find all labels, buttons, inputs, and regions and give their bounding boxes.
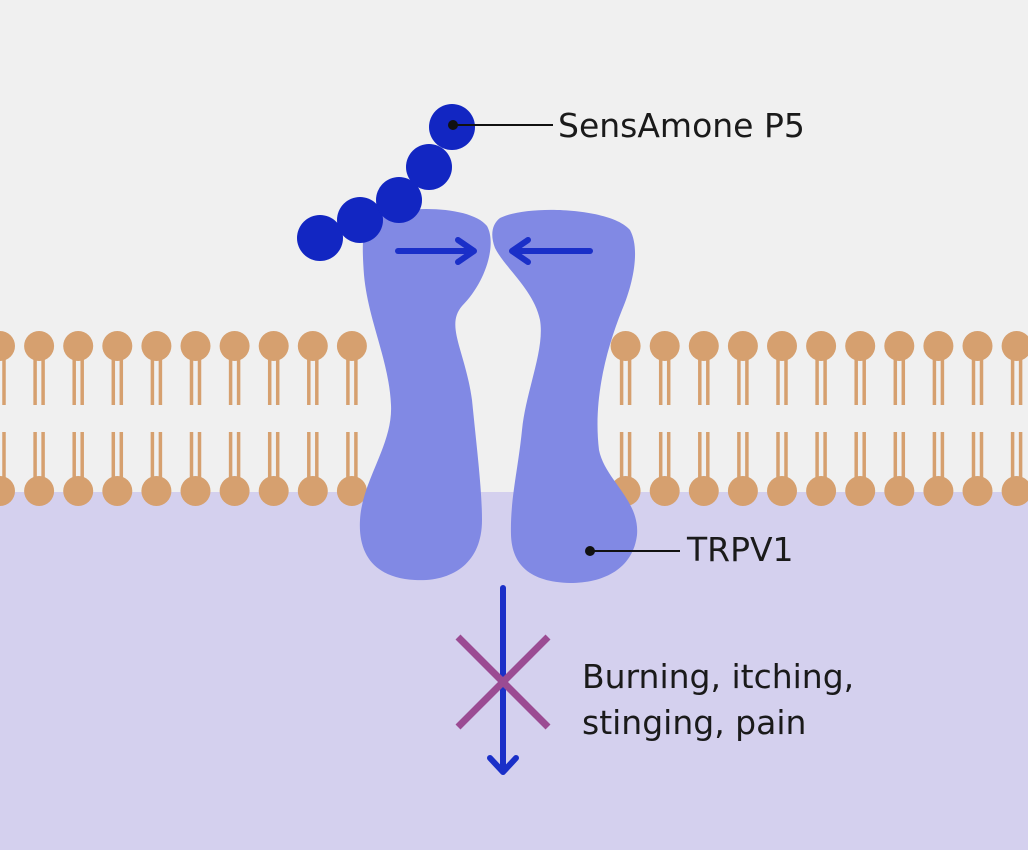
lipid-inner (767, 432, 797, 506)
peptide-label: SensAmone P5 (558, 106, 805, 145)
lipid-inner (727, 432, 758, 506)
lipid-outer (297, 331, 328, 405)
lipid-inner (297, 432, 328, 506)
channel-left-subunit (359, 208, 491, 581)
leader-line-peptide (448, 120, 553, 130)
lipid-inner (688, 432, 719, 506)
lipid-inner (180, 432, 211, 506)
lipid-inner (24, 432, 55, 506)
lipid-outer (141, 331, 172, 405)
trpv1-channel (359, 208, 638, 584)
receptor-label: TRPV1 (687, 530, 794, 569)
lipid-inner (102, 432, 133, 506)
arrow-left-icon (509, 237, 593, 265)
lipid-outer (727, 331, 758, 405)
lipid-inner (258, 432, 289, 506)
blocked-signal-x-icon (455, 634, 551, 730)
lipid-inner (649, 432, 680, 506)
lipid-outer (180, 331, 211, 405)
lipid-outer (649, 331, 680, 405)
lipid-inner (845, 432, 876, 506)
lipid-outer (219, 331, 250, 405)
lipid-outer (24, 331, 55, 405)
lipid-inner (141, 432, 172, 506)
leader-line-receptor (585, 546, 680, 556)
lipid-outer (962, 331, 993, 405)
lipid-inner (884, 432, 915, 506)
lipid-outer (0, 331, 15, 405)
lipid-outer (767, 331, 797, 405)
lipid-inner (923, 432, 954, 506)
lipid-inner (63, 432, 94, 506)
closing-arrows (395, 237, 593, 265)
lipid-outer (63, 331, 94, 405)
lipid-outer (336, 331, 367, 405)
lipid-inner (336, 432, 367, 506)
lipid-outer (845, 331, 876, 405)
lipid-inner (0, 432, 15, 506)
effect-label-line-1: Burning, itching, (582, 657, 855, 696)
lipid-outer (923, 331, 954, 405)
lipid-outer (884, 331, 915, 405)
lipid-bilayer (0, 331, 1028, 506)
lipid-inner (1001, 432, 1028, 506)
arrow-right-icon (395, 237, 477, 265)
lipid-outer (258, 331, 289, 405)
effect-label: Burning, itching, stinging, pain (582, 654, 854, 746)
lipid-inner (806, 432, 837, 506)
lipid-outer (610, 331, 641, 405)
lipid-outer (102, 331, 133, 405)
channel-right-subunit (492, 209, 638, 584)
lipid-inner (962, 432, 993, 506)
lipid-outer (1001, 331, 1028, 405)
lipid-inner (219, 432, 250, 506)
lipid-outer (806, 331, 837, 405)
lipid-outer (688, 331, 719, 405)
effect-label-line-2: stinging, pain (582, 703, 807, 742)
